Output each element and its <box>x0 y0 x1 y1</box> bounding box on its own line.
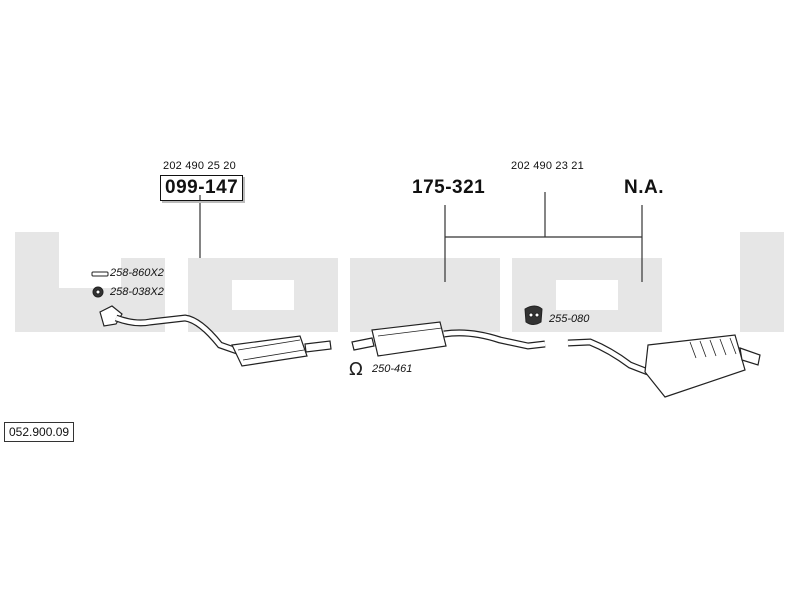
accessory-code: 250-461 <box>372 363 413 375</box>
accessory-code: 258-860X2 <box>110 267 164 279</box>
shared-oe-number: 202 490 23 21 <box>511 160 584 172</box>
middle-silencer <box>351 192 643 357</box>
middle-part-number: 175-321 <box>412 177 486 198</box>
omega-clamp-icon: Ω <box>349 359 363 380</box>
rubber-hanger-icon <box>524 305 543 325</box>
accessory-code: 255-080 <box>549 313 590 325</box>
rear-part-number: N.A. <box>624 177 664 198</box>
accessory-code: 258-038X2 <box>110 286 164 298</box>
front-pipe <box>99 195 332 367</box>
front-oe-number: 202 490 25 20 <box>163 160 236 172</box>
rear-silencer <box>567 334 761 398</box>
diagram-reference: 052.900.09 <box>4 422 75 442</box>
svg-text:Ω: Ω <box>349 359 363 380</box>
bosal-watermark <box>15 232 784 332</box>
gasket-ring-icon <box>92 286 104 298</box>
front-part-number: 099-147 <box>160 175 244 201</box>
clamp-bolt-icon <box>91 271 109 277</box>
